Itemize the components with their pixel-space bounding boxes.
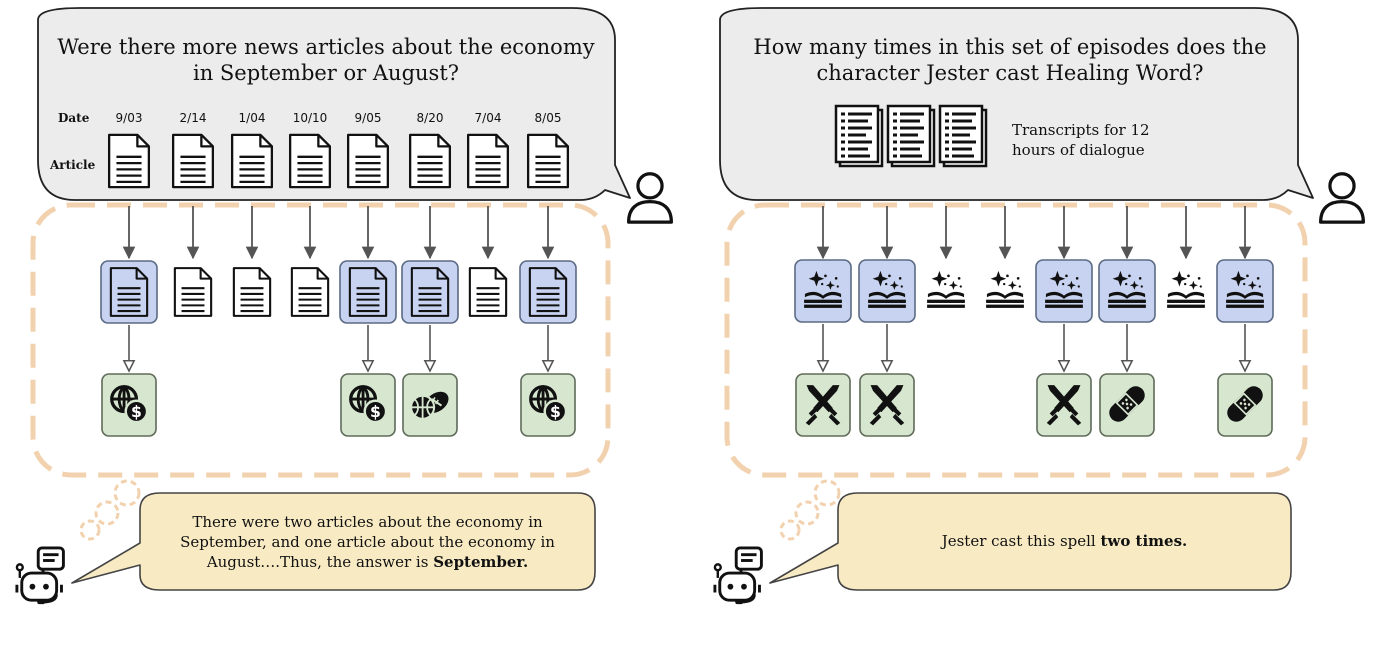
selected-article-card (100, 260, 158, 324)
selected-scene-card (794, 259, 852, 323)
right-answer-text: Jester cast this spell two times. (858, 531, 1271, 551)
article-doc-icon (408, 133, 452, 189)
selected-article-card (339, 260, 397, 324)
date-label: 9/05 (354, 111, 382, 125)
left-answer-bubble (71, 492, 596, 591)
selected-scene-card (1035, 259, 1093, 323)
right-dashed-box (724, 202, 1308, 478)
article-doc-icon (288, 133, 332, 189)
date-label: 8/05 (534, 111, 562, 125)
unselected-article-icon (173, 267, 213, 317)
article-doc-icon (526, 133, 570, 189)
transcript-page-icon (938, 104, 984, 164)
right-answer-bubble (769, 492, 1292, 591)
transcript-stack (834, 104, 988, 168)
right-connector-circles (779, 479, 841, 541)
selected-article-card (519, 260, 577, 324)
left-flow (100, 133, 577, 437)
selected-scene-card (1098, 259, 1156, 323)
right-answer-body: Jester cast this spell (941, 532, 1101, 550)
selected-scene-card (1216, 259, 1274, 323)
unselected-article-icon (290, 267, 330, 317)
left-question-text: Were there more news articles about the … (57, 35, 595, 85)
article-doc-icon (171, 133, 215, 189)
date-label: 9/03 (115, 111, 143, 125)
date-row-label: Date (58, 111, 90, 125)
unselected-article-icon (468, 267, 508, 317)
assistant-robot-icon (15, 546, 65, 606)
date-label: 10/10 (292, 111, 328, 125)
article-doc-icon (230, 133, 274, 189)
magic-book-icon (1167, 270, 1205, 308)
left-connector-circles (79, 479, 141, 541)
transcript-page-icon (834, 104, 880, 164)
user-avatar-icon (626, 172, 674, 224)
left-answer-body: There were two articles about the econom… (180, 513, 555, 571)
article-doc-icon (466, 133, 510, 189)
transcript-caption: Transcripts for 12 hours of dialogue (1012, 121, 1150, 159)
unselected-article-icon (232, 267, 272, 317)
right-flow (794, 206, 1274, 437)
left-dashed-box (30, 202, 611, 478)
article-row-label: Article (50, 158, 96, 172)
article-doc-icon (107, 133, 151, 189)
date-label: 1/04 (238, 111, 266, 125)
right-question-text: How many times in this set of episodes d… (753, 35, 1267, 85)
selected-article-card (401, 260, 459, 324)
right-panel (713, 7, 1366, 606)
selected-scene-card (858, 259, 916, 323)
user-avatar-icon (1318, 172, 1366, 224)
transcript-page-icon (886, 104, 932, 164)
date-label: 2/14 (179, 111, 207, 125)
article-doc-icon (346, 133, 390, 189)
magic-book-icon (927, 270, 965, 308)
left-answer-highlight: September. (433, 553, 529, 571)
date-label: 8/20 (416, 111, 444, 125)
right-answer-highlight: two times. (1100, 532, 1188, 550)
assistant-robot-icon (713, 546, 763, 606)
magic-book-icon (986, 270, 1024, 308)
date-label: 7/04 (474, 111, 502, 125)
left-answer-text: There were two articles about the econom… (160, 512, 575, 572)
